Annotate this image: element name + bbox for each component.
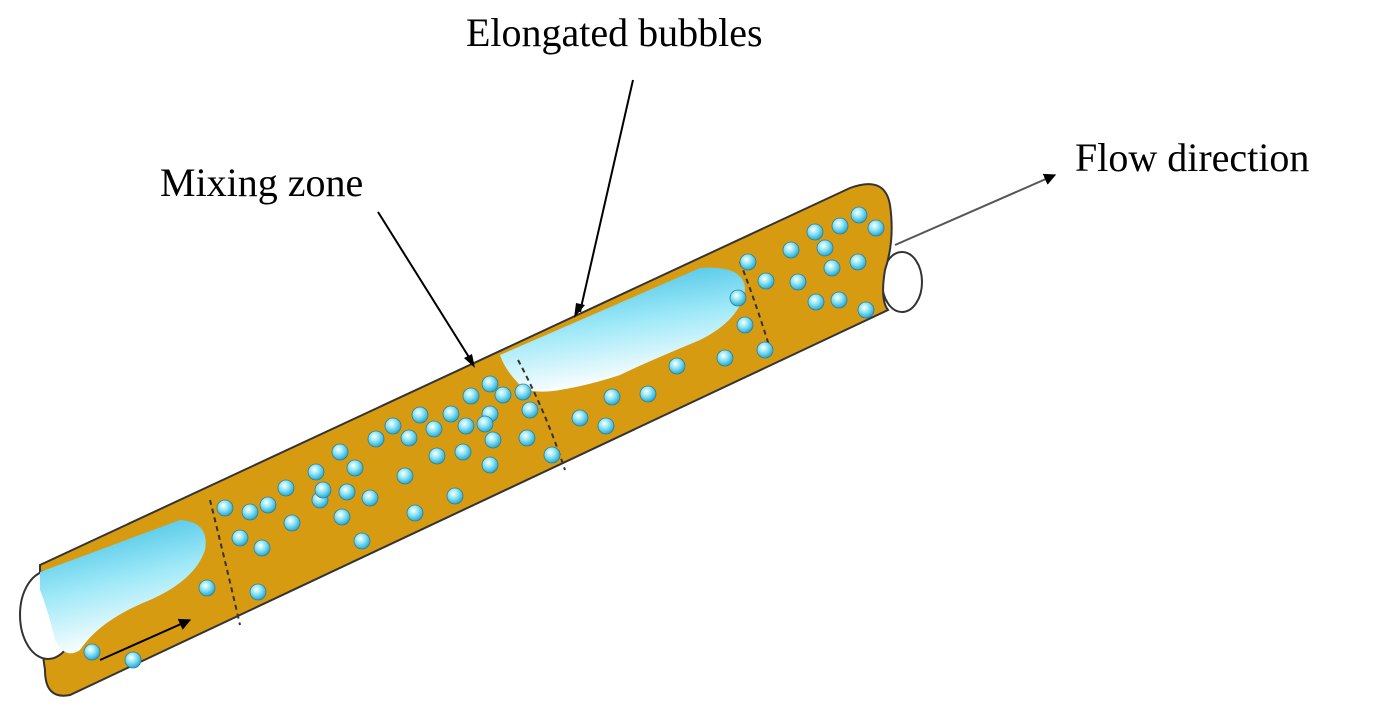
small-bubble xyxy=(737,317,753,333)
small-bubble xyxy=(522,402,538,418)
small-bubble xyxy=(125,652,141,668)
small-bubble xyxy=(485,432,501,448)
small-bubble xyxy=(412,407,428,423)
small-bubble xyxy=(604,389,620,405)
small-bubble xyxy=(334,509,350,525)
small-bubble xyxy=(347,460,363,476)
small-bubble xyxy=(407,505,423,521)
small-bubble xyxy=(354,533,370,549)
small-bubble xyxy=(482,376,498,392)
small-bubble xyxy=(385,418,401,434)
small-bubble xyxy=(242,504,258,520)
small-bubble xyxy=(868,220,884,236)
small-bubble xyxy=(851,207,867,223)
small-bubble xyxy=(278,480,294,496)
elongated-bubbles-label: Elongated bubbles xyxy=(466,13,763,53)
small-bubble xyxy=(250,584,266,600)
small-bubble xyxy=(397,468,413,484)
small-bubble xyxy=(199,580,215,596)
small-bubble xyxy=(783,242,799,258)
small-bubble xyxy=(443,406,459,422)
small-bubble xyxy=(447,488,463,504)
small-bubble xyxy=(482,457,498,473)
small-bubble xyxy=(217,500,233,516)
small-bubble xyxy=(455,444,471,460)
mixing-zone-label: Mixing zone xyxy=(160,163,363,203)
small-bubble xyxy=(757,342,773,358)
small-bubble xyxy=(519,430,535,446)
small-bubble xyxy=(362,490,378,506)
small-bubble xyxy=(315,482,331,498)
small-bubble xyxy=(260,497,276,513)
small-bubble xyxy=(730,290,746,306)
small-bubble xyxy=(339,484,355,500)
small-bubble xyxy=(790,274,806,290)
small-bubble xyxy=(332,444,348,460)
small-bubble xyxy=(640,386,656,402)
mixing-zone-leader xyxy=(378,212,472,362)
flow-direction-arrow xyxy=(895,175,1055,245)
small-bubble xyxy=(572,410,588,426)
small-bubble xyxy=(426,421,442,437)
small-bubble xyxy=(717,350,733,366)
small-bubble xyxy=(463,388,479,404)
pipe-body xyxy=(40,184,892,696)
small-bubble xyxy=(832,218,848,234)
small-bubble xyxy=(477,416,493,432)
small-bubble xyxy=(429,448,445,464)
small-bubble xyxy=(808,294,824,310)
small-bubble xyxy=(495,387,511,403)
small-bubble xyxy=(598,418,614,434)
small-bubble xyxy=(308,464,324,480)
small-bubble xyxy=(515,384,531,400)
small-bubble xyxy=(458,418,474,434)
small-bubble xyxy=(84,644,100,660)
elongated-bubbles-leader xyxy=(580,80,633,312)
small-bubble xyxy=(669,358,685,374)
small-bubble xyxy=(254,540,270,556)
small-bubble xyxy=(232,530,248,546)
flow-direction-label: Flow direction xyxy=(1075,138,1309,178)
small-bubble xyxy=(858,302,874,318)
small-bubble xyxy=(824,260,840,276)
small-bubble xyxy=(807,224,823,240)
small-bubble xyxy=(817,240,833,256)
small-bubble xyxy=(284,515,300,531)
small-bubble xyxy=(831,292,847,308)
small-bubble xyxy=(544,447,560,463)
small-bubble xyxy=(740,254,756,270)
small-bubble xyxy=(758,273,774,289)
small-bubble xyxy=(850,254,866,270)
small-bubble xyxy=(368,431,384,447)
small-bubble xyxy=(401,430,417,446)
